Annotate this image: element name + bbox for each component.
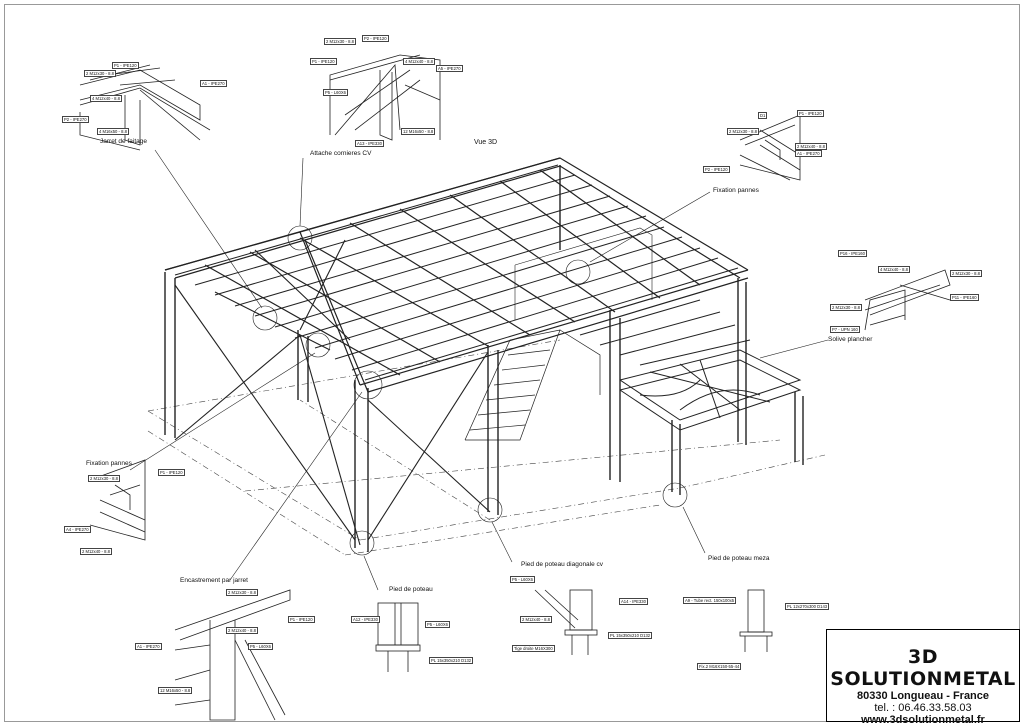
bracing — [174, 239, 491, 546]
company-phone: tel. : 06.46.33.58.03 — [874, 702, 972, 714]
part-callout: 2 M12x40 - 8.8 — [520, 616, 552, 624]
label-jarret-faitage: Jarret de faitage — [100, 138, 147, 145]
part-callout: P1 - IPE120 — [288, 616, 315, 624]
part-callout: 12 M16x50 - 8.8 — [158, 687, 193, 695]
part-callout: P1 - IPE120 — [310, 58, 337, 66]
part-callout: 4 M12x40 - 8.8 — [403, 58, 435, 66]
part-callout: Fix.2 M16X150-55-44 — [697, 663, 742, 671]
purlins — [174, 164, 739, 381]
detail-encastrement — [174, 589, 291, 721]
part-callout: 2 M12x30 - 8.8 — [84, 70, 116, 78]
part-callout: P5 - L60X6 — [248, 643, 273, 651]
view-title: Vue 3D — [474, 139, 498, 146]
part-callout: Tige droite M16X300 — [512, 645, 555, 653]
label-attache-cornieres: Attache cornieres CV — [310, 150, 372, 157]
company-name: 3D SOLUTIONMETAL — [830, 646, 1016, 690]
part-callout: 2 M12x30 - 8.8 — [324, 38, 356, 46]
part-callout: 4 M16x50 - 8.8 — [97, 128, 129, 136]
label-pied-poteau-diag: Pied de poteau diagonale cv — [521, 561, 604, 568]
part-callout: P11 - IPE160 — [950, 294, 979, 302]
part-callout: P1 - IPE120 — [797, 110, 824, 118]
rear-wall — [514, 227, 653, 320]
detail-pied-poteau — [375, 602, 421, 672]
part-callout: 2 M12x40 - 8.8 — [80, 548, 112, 556]
part-callout: P16 - IPE160 — [838, 250, 867, 258]
detail-fixation-pannes-top — [739, 114, 801, 181]
part-callout: P2 - IPE120 — [362, 35, 389, 43]
label-encastrement: Encastrement par jarret — [180, 577, 248, 584]
part-callout: D1 — [758, 112, 768, 120]
part-callout: PL 12x270x300 D143 — [785, 603, 830, 611]
detail-pied-poteau-diag — [534, 589, 598, 655]
part-callout: A4 - IPE270 — [64, 526, 91, 534]
detail-solive-plancher — [864, 269, 951, 331]
part-callout: P2 - IPE270 — [62, 116, 89, 124]
detail-pied-poteau-meza — [739, 589, 773, 652]
part-callout: 4 M12x40 - 8.8 — [90, 95, 122, 103]
part-callout: 4 M12x40 - 8.8 — [878, 266, 910, 274]
mezzanine — [579, 299, 802, 431]
ground-grid — [147, 339, 826, 556]
part-callout: P5 - L60X6 — [510, 576, 535, 584]
part-callout: 2 M12x30 - 8.8 — [830, 304, 862, 312]
part-callout: A14 - IPE330 — [619, 598, 648, 606]
label-fixation-pannes-left: Fixation pannes — [86, 460, 132, 467]
part-callout: 2 M12x30 - 8.8 — [727, 128, 759, 136]
drawing-frame — [4, 4, 1020, 722]
part-callout: A9 - Tube rect. 150x100x5 — [683, 597, 737, 605]
title-block: 3D SOLUTIONMETAL 80330 Longueau - France… — [826, 629, 1020, 726]
company-website[interactable]: www.3dsolutionmetal.fr — [861, 714, 985, 726]
label-fixation-pannes-top: Fixation pannes — [713, 187, 759, 194]
main-structure — [147, 157, 826, 556]
part-callout: P5 - L60X6 — [323, 89, 348, 97]
part-callout: 2 M12x30 - 8.8 — [950, 270, 982, 278]
leaders — [129, 149, 829, 591]
part-callout: 2 M12x40 - 8.8 — [795, 143, 827, 151]
part-callout: A12 - IPE330 — [351, 616, 380, 624]
part-callout: P7 - UPN 160 — [830, 326, 860, 334]
part-callout: 2 M12x40 - 8.8 — [226, 627, 258, 635]
part-callout: 2 M12x30 - 8.8 — [226, 589, 258, 597]
detail-fixation-pannes-left — [89, 459, 146, 541]
part-callout: PL 15x350x210 D132 — [608, 632, 653, 640]
label-pied-poteau-meza: Pied de poteau meza — [708, 555, 770, 562]
rafters — [164, 157, 749, 393]
part-callout: 2 M12x30 - 8.8 — [88, 475, 120, 483]
part-callout: A1 - IPE270 — [795, 150, 822, 158]
label-pied-poteau: Pied de poteau — [389, 586, 433, 593]
company-address: 80330 Longueau - France — [856, 690, 990, 702]
part-callout: PL 15x350x210 D132 — [429, 657, 474, 665]
part-callout: 12 M16x50 - 8.8 — [401, 128, 436, 136]
part-callout: P1 - IPE120 — [112, 62, 139, 70]
part-callout: A13 - IPE330 — [355, 140, 384, 148]
label-solive-plancher: Solive plancher — [828, 336, 873, 343]
part-callout: P5 - L60X6 — [425, 621, 450, 629]
part-callout: P2 - IPE120 — [703, 166, 730, 174]
part-callout: A5 - IPE270 — [436, 65, 463, 73]
part-callout: A1 - IPE270 — [135, 643, 162, 651]
staircase — [464, 329, 601, 441]
part-callout: P1 - IPE120 — [158, 469, 185, 477]
part-callout: A1 - IPE270 — [200, 80, 227, 88]
